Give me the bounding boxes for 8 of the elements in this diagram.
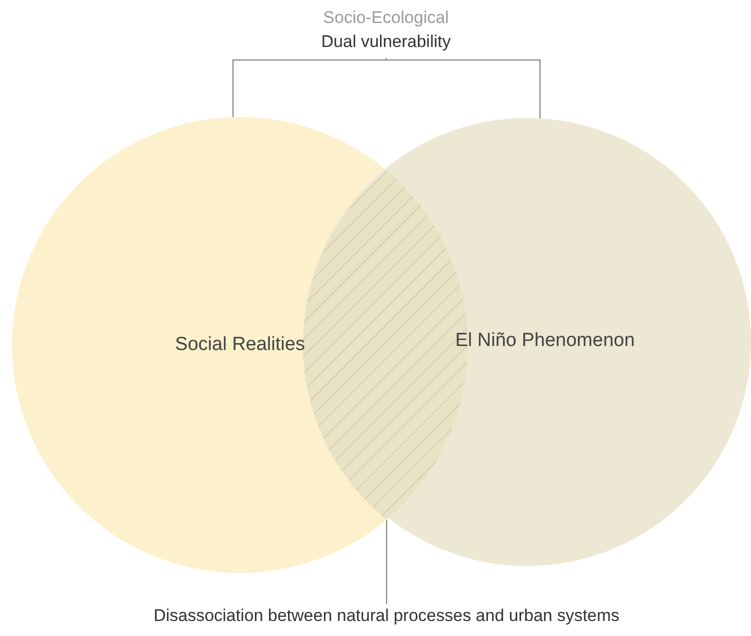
caption-label: Disassociation between natural processes and urban systems [154, 606, 620, 626]
heading-label: Dual vulnerability [321, 32, 451, 52]
leader-line [386, 58, 540, 119]
leader-line [232, 58, 386, 118]
heading-label: Socio-Ecological [323, 8, 449, 28]
circle-label: Social Realities [175, 334, 305, 356]
leader-line [386, 520, 388, 604]
circle-label: El Niño Phenomenon [455, 330, 635, 352]
